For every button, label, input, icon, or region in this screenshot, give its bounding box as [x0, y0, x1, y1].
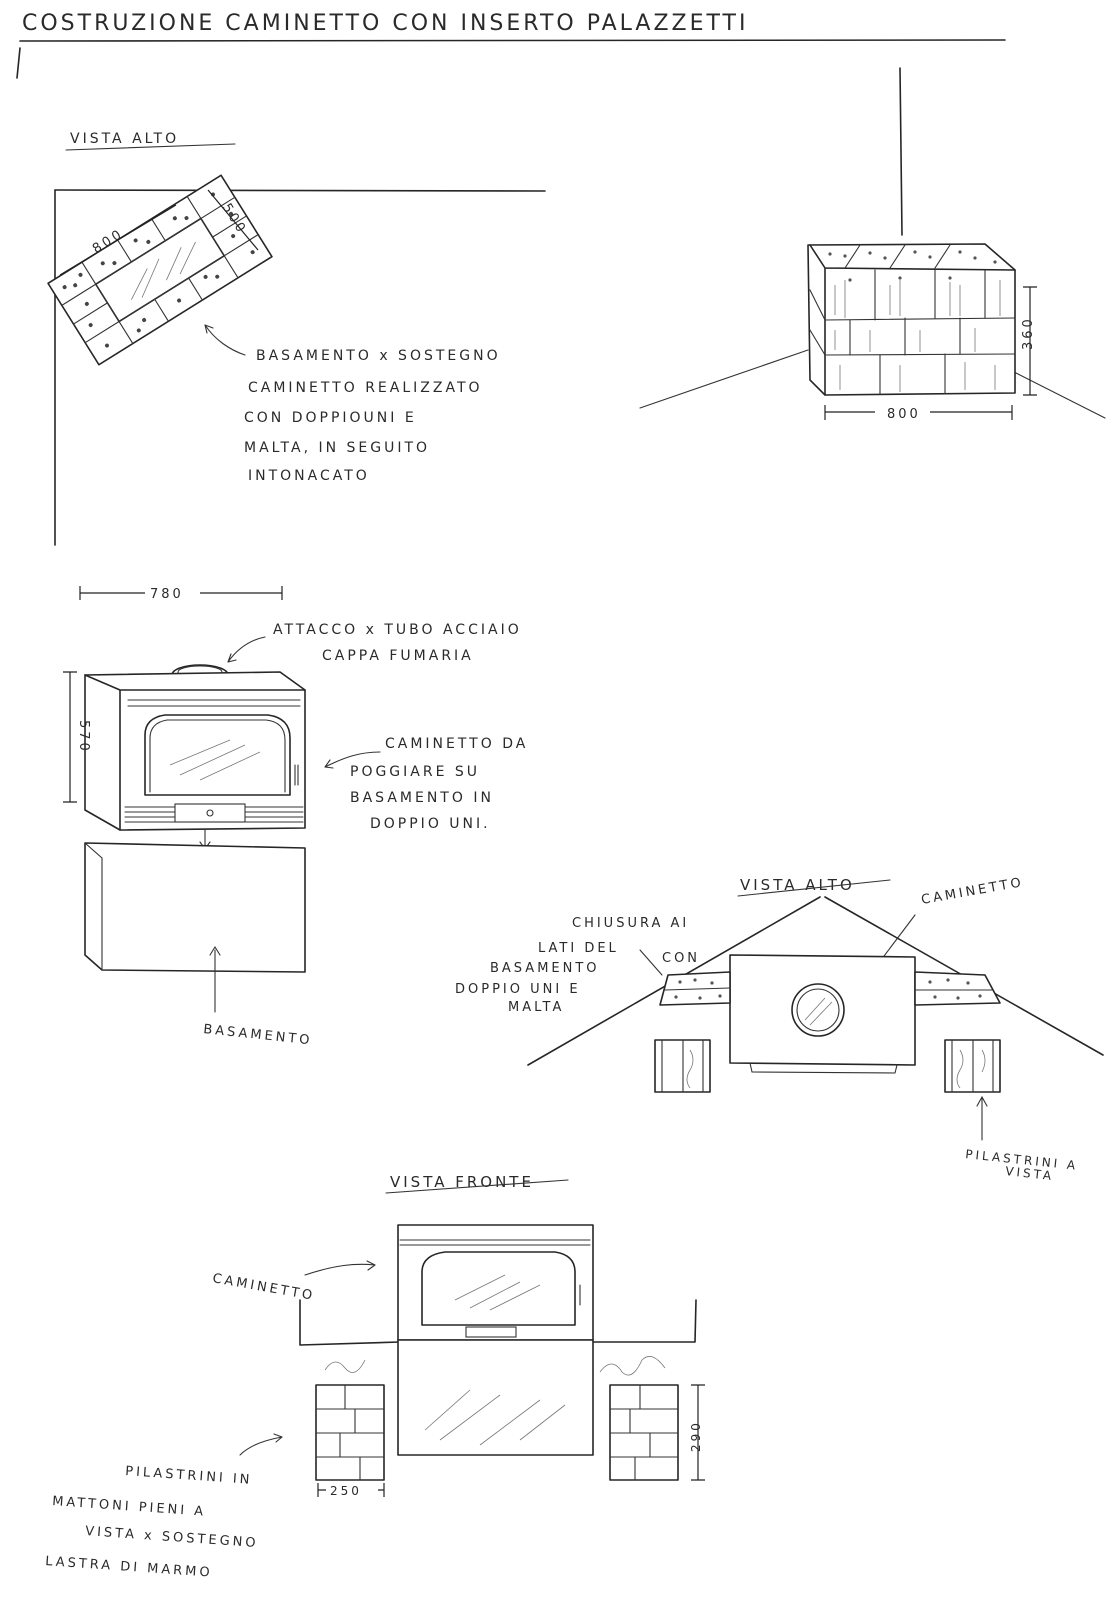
- closure-note-line-4: DOPPIO UNI E: [455, 982, 581, 997]
- closure-note-line-5: MALTA: [508, 1000, 564, 1015]
- front-fireplace-leader: [304, 1260, 376, 1276]
- plan-note-leader: [204, 324, 246, 356]
- plan2-heading-underline: [737, 879, 891, 897]
- front-pillars-note-line-1: PILASTRINI IN: [125, 1464, 253, 1488]
- closure-note-con: CON: [662, 951, 700, 966]
- top-plan-view: VISTA ALTO 800 500: [47, 131, 546, 546]
- front-fireplace-insert: [397, 1224, 594, 1341]
- insert-note-line-1: CAMINETTO DA: [385, 736, 528, 752]
- plan2-fireplace-block: [729, 954, 916, 1066]
- front-pillars-note-line-3: VISTA x SOSTEGNO: [85, 1524, 259, 1551]
- title-underline: [19, 39, 1006, 42]
- plan2-closure-right: [914, 971, 1001, 1006]
- front-dim-290-line: [691, 1384, 705, 1481]
- front-pillars-note-line-4: LASTRA DI MARMO: [45, 1554, 213, 1581]
- front-heading: VISTA FRONTE: [390, 1173, 534, 1191]
- insert-note-line-4: DOPPIO UNI.: [370, 816, 491, 832]
- plan2-fireplace-label: CAMINETTO: [920, 875, 1025, 908]
- closure-note-line-3: BASAMENTO: [490, 961, 600, 976]
- front-pillars-leader: [239, 1433, 283, 1456]
- plan2-heading: VISTA ALTO: [740, 876, 855, 894]
- top-plan-heading: VISTA ALTO: [70, 131, 179, 147]
- plan-note-line-5: INTONACATO: [248, 468, 370, 484]
- front-dim-290-label: 290: [689, 1420, 703, 1452]
- plan-note-line-2: CAMINETTO REALIZZATO: [248, 380, 483, 396]
- insert-note-leader: [324, 751, 381, 769]
- closure-note-line-2: LATI DEL: [538, 941, 619, 956]
- insert-note-line-3: BASAMENTO IN: [350, 790, 494, 806]
- insert-view: 780 ATTACCO x TUBO ACCIAIO CAPPA FUMARIA…: [63, 586, 528, 1048]
- room-corner-line: [899, 67, 903, 236]
- insert-dim-570-line: [63, 671, 77, 803]
- persp-dim-360-label: 360: [1021, 316, 1036, 350]
- masonry-base: [84, 842, 306, 973]
- closure-note-leader: [639, 949, 663, 976]
- persp-dim-360-line: [1023, 286, 1037, 396]
- front-pillars-note-line-2: MATTONI PIENI A: [52, 1494, 207, 1520]
- base-label: BASAMENTO: [203, 1022, 313, 1048]
- plan-back-wall: [54, 189, 546, 192]
- insert-door: [144, 714, 291, 796]
- front-pillar-left: [315, 1384, 385, 1481]
- floor-line-left: [639, 349, 809, 409]
- front-heading-underline: [385, 1179, 569, 1194]
- insert-handle: [294, 764, 299, 786]
- front-fireplace-label: CAMINETTO: [211, 1271, 316, 1304]
- plan2-pillar-left: [654, 1039, 711, 1093]
- flue-note-line-1: ATTACCO x TUBO ACCIAIO: [273, 622, 522, 638]
- perspective-view: 360 800: [639, 67, 1106, 422]
- front-dim-250-line: [317, 1483, 385, 1497]
- floor-line-right: [1009, 369, 1106, 419]
- plan-note-line-4: MALTA, IN SEGUITO: [244, 440, 430, 456]
- pillars-note-leader: [976, 1095, 988, 1141]
- front-fireplace-door: [421, 1251, 576, 1326]
- closure-note-line-1: CHIUSURA AI: [572, 916, 689, 931]
- front-masonry-base: [397, 1339, 594, 1456]
- flue-note-line-2: CAPPA FUMARIA: [322, 648, 474, 664]
- insert-dim-780-label: 780: [150, 587, 184, 602]
- base-label-leader: [209, 945, 221, 1013]
- plan-dim-800-line: [59, 204, 177, 276]
- plan-brick-base: [47, 174, 273, 366]
- front-control-panel: [465, 1326, 517, 1338]
- front-view: VISTA FRONTE 250 290 CAMINETTO: [45, 1173, 705, 1581]
- pillars-note-line-2: VISTA: [1005, 1164, 1055, 1183]
- plan2-flue-circle: [791, 983, 845, 1037]
- plan-dim-500-line: [207, 189, 259, 251]
- insert-control-panel: [174, 803, 246, 823]
- plan-note-line-3: CON DOPPIOUNI E: [244, 410, 417, 426]
- top-plan-heading-underline: [65, 143, 236, 151]
- second-plan-view: VISTA ALTO CAMINETTO: [455, 875, 1104, 1183]
- front-pillar-right: [609, 1384, 679, 1481]
- persp-dim-800-label: 800: [887, 407, 921, 422]
- persp-dim-800-line: [824, 405, 1013, 420]
- insert-dim-570-label: 570: [76, 720, 91, 754]
- front-bench-outline: [299, 1299, 697, 1346]
- sheet-title: COSTRUZIONE CAMINETTO CON INSERTO PALAZZ…: [22, 11, 748, 36]
- insert-body: [84, 671, 306, 831]
- insert-note-line-2: POGGIARE SU: [350, 764, 480, 780]
- insert-dim-780-line: [79, 586, 283, 600]
- front-dim-250-label: 250: [330, 1484, 362, 1498]
- plan2-pillar-right: [944, 1039, 1001, 1093]
- plan-note-line-1: BASAMENTO x SOSTEGNO: [256, 348, 501, 364]
- sheet-corner-mark: [16, 47, 21, 79]
- flue-note-leader: [227, 636, 266, 663]
